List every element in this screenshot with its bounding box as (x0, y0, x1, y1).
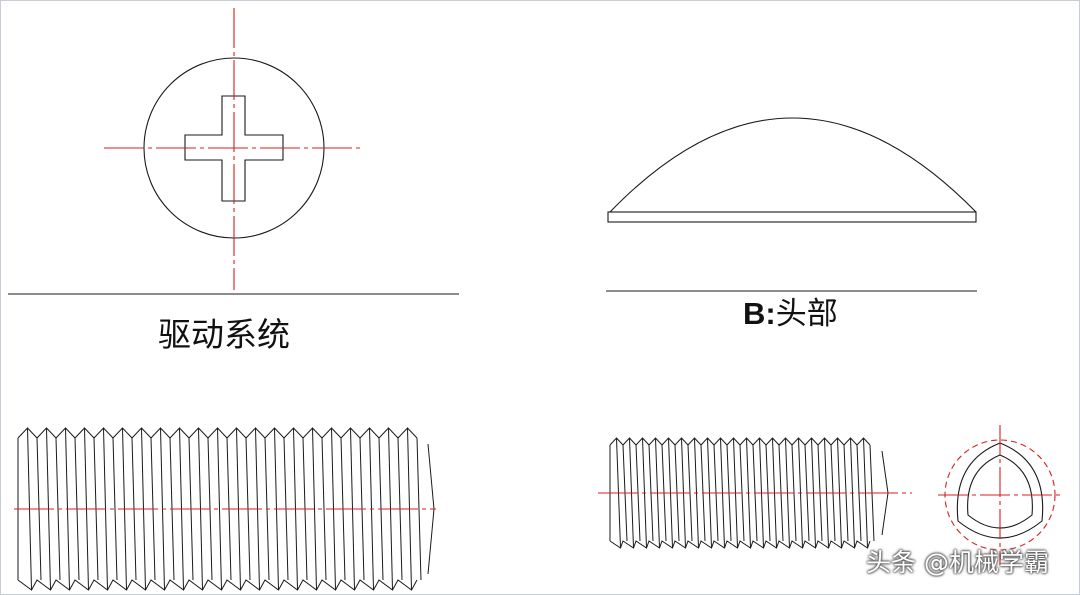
thread-flank-line (312, 427, 317, 591)
head-base (607, 211, 977, 223)
watermark-text: 头条 @机械学霸 (866, 548, 1049, 577)
head-label: B:头部 (743, 298, 838, 330)
thread-flank-line (321, 437, 327, 581)
dome-arc (609, 117, 977, 213)
thread-flank-line (217, 427, 222, 591)
trilobe-end-view (938, 425, 1062, 565)
thread-chamfer-top (881, 450, 889, 494)
thread-chamfer-bottom (881, 492, 889, 536)
head-label-text: 头部 (775, 296, 838, 332)
drive-system-label: 驱动系统 (158, 315, 290, 354)
thread-chamfer-bottom (427, 508, 435, 575)
phillips-drive-view (8, 8, 459, 295)
thread-flank-line (416, 437, 422, 581)
thread-shaft-long (14, 427, 436, 591)
cross-recess-outline (184, 95, 284, 202)
thread-chamfer-top (427, 443, 435, 510)
thread-flank-line (112, 437, 118, 581)
thread-crest-bottom (609, 540, 871, 549)
dome-head-view (606, 117, 977, 292)
head-label-prefix: B: (743, 296, 776, 331)
thread-shaft-short (598, 437, 912, 549)
